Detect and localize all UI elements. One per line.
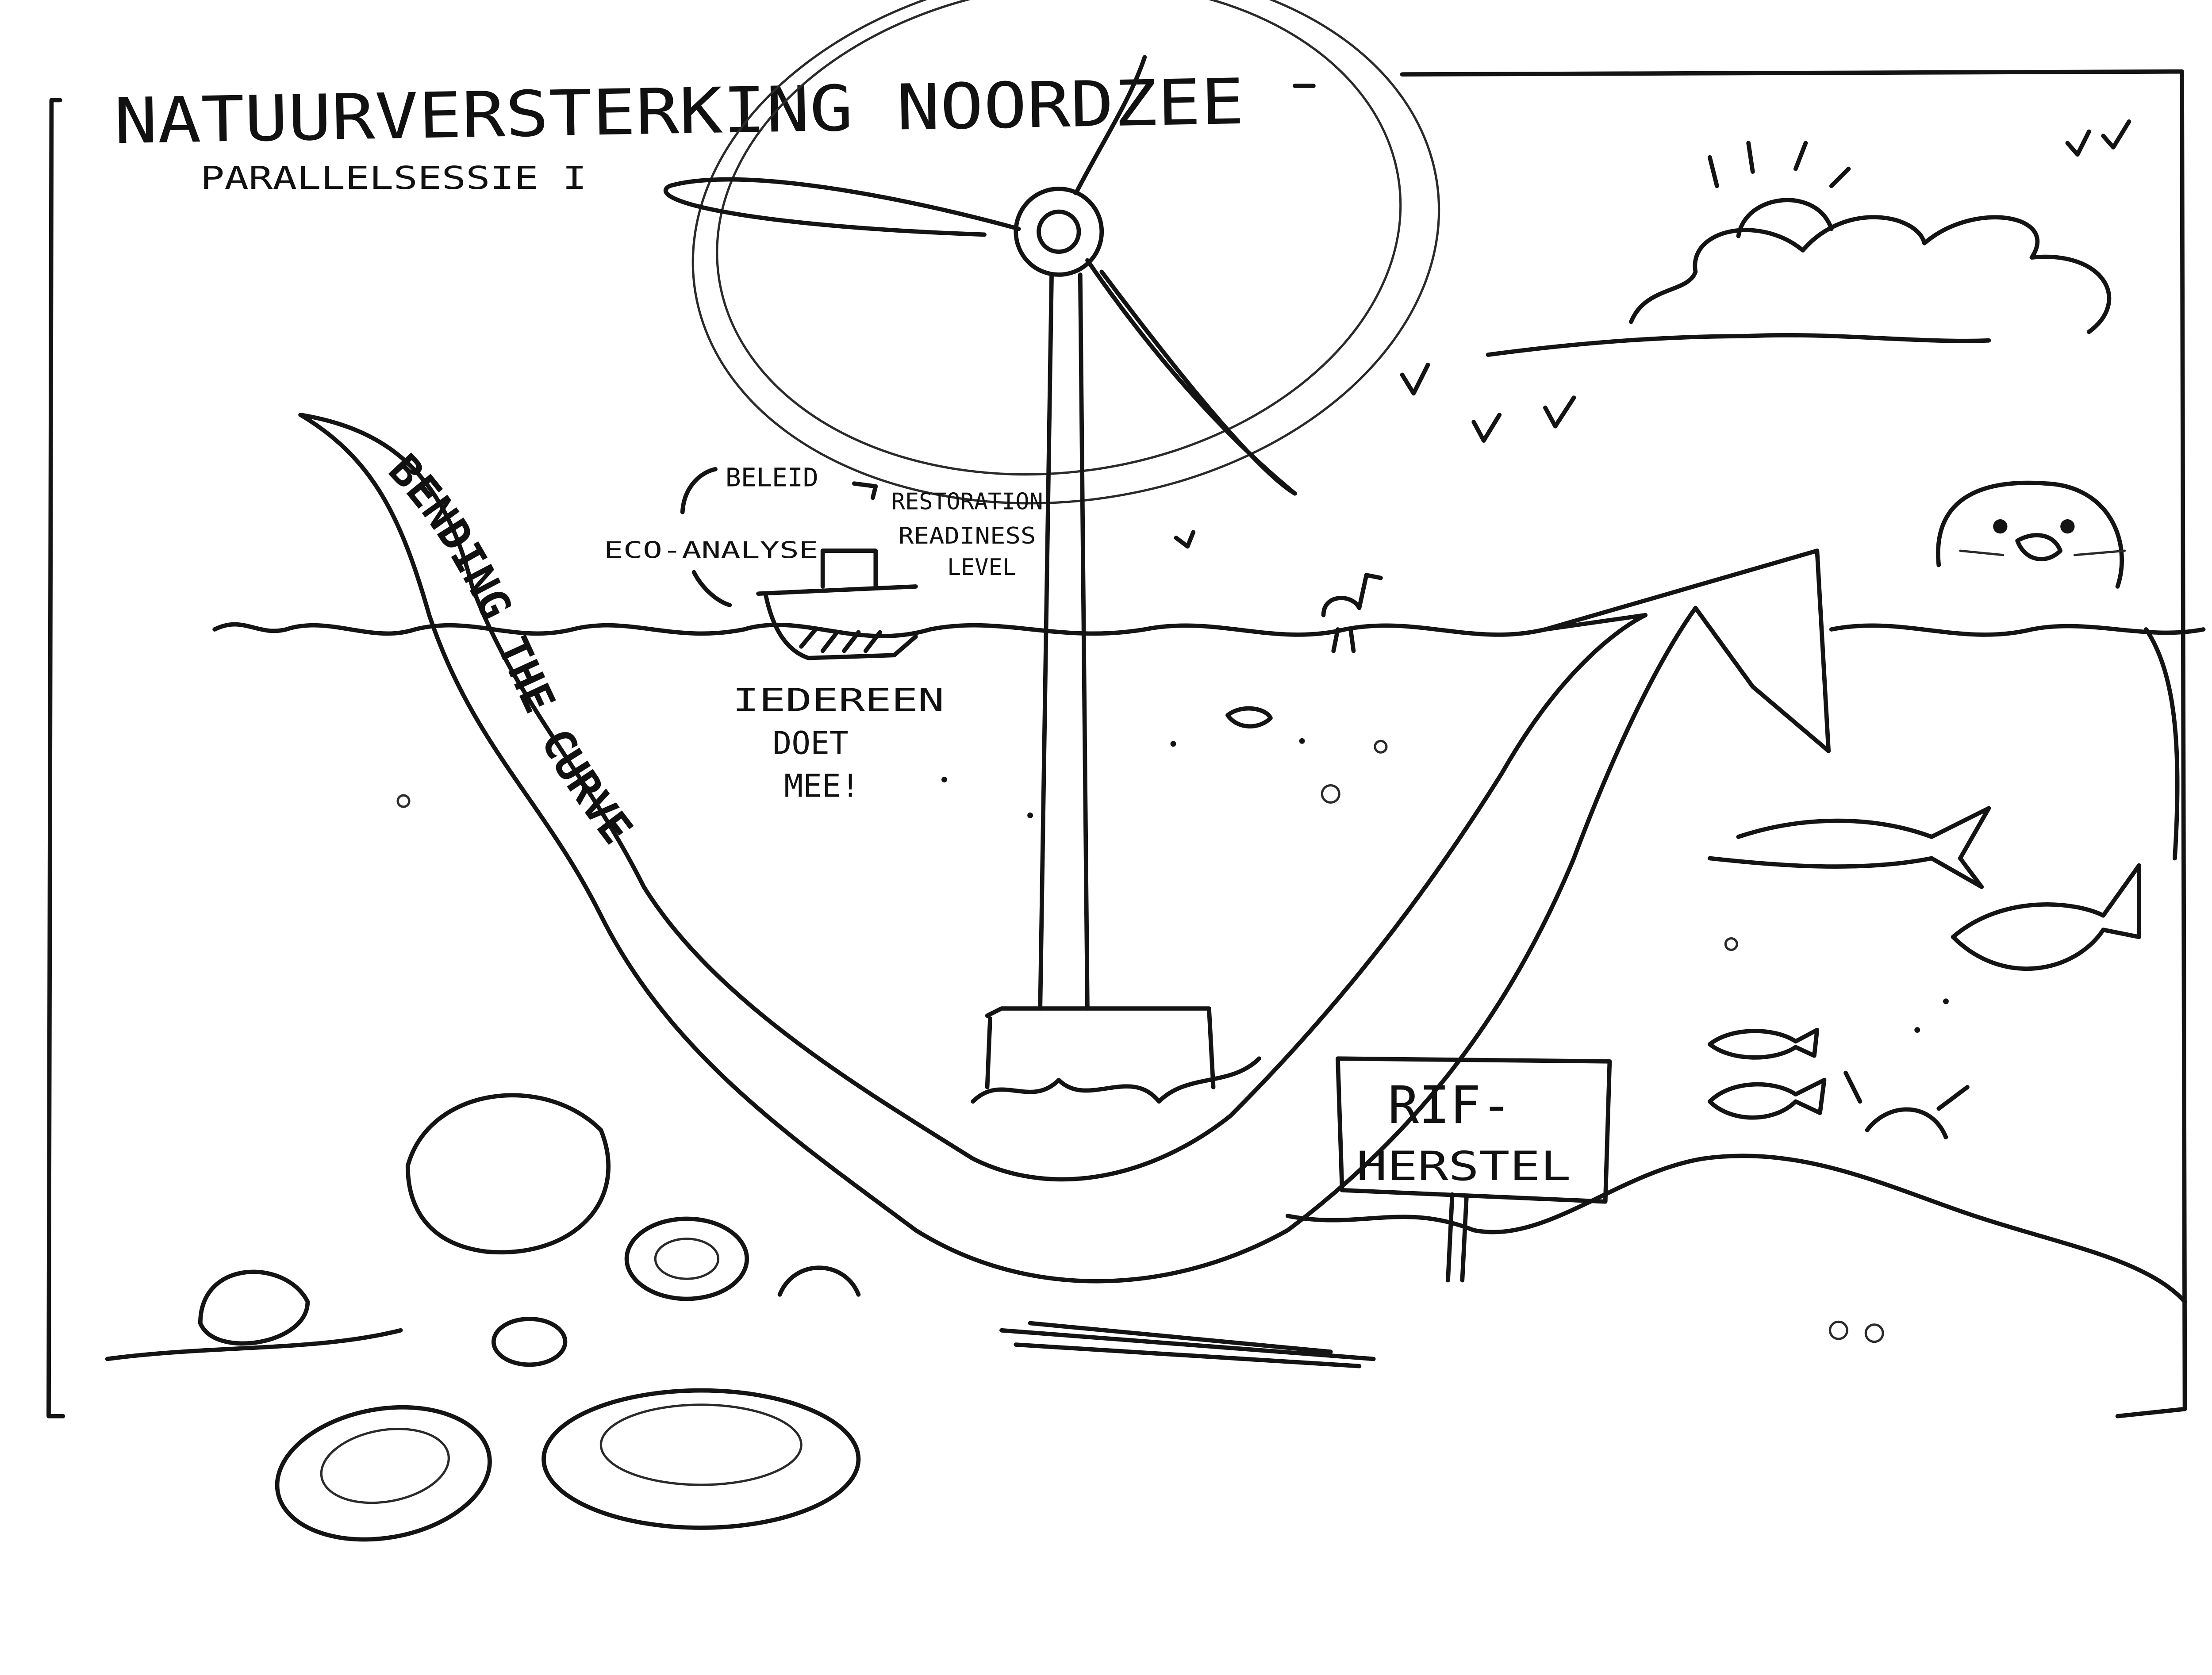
label-readiness: READINESS: [899, 523, 1036, 549]
label-mee: MEE!: [784, 767, 860, 804]
boat: [756, 548, 918, 660]
annotations: BELEID RESTORATION READINESS LEVEL ECO-A…: [604, 463, 1043, 805]
label-level: LEVEL: [947, 554, 1016, 581]
bending-the-curve-arrow: BENDING THE CURVE: [298, 413, 1831, 1284]
label-doet: DOET: [772, 724, 848, 761]
frame: [46, 69, 2187, 1418]
sketchnote-canvas: NATUURVERSTERKING NOORDZEE PARALLELSESSI…: [46, 0, 2206, 1542]
label-eco-analyse: ECO-ANALYSE: [604, 537, 818, 563]
title: NATUURVERSTERKING NOORDZEE: [113, 65, 1244, 158]
sign-line-2: HERSTEL: [1356, 1143, 1571, 1190]
label-beleid: BELEID: [726, 463, 818, 493]
subtitle: PARALLELSESSIE I: [200, 160, 587, 196]
label-restoration: RESTORATION: [891, 488, 1043, 515]
wind-turbine: [663, 0, 1440, 1104]
rif-herstel-sign: RIF- HERSTEL: [1336, 1056, 1612, 1283]
sun-and-cloud: [1486, 119, 2131, 357]
sign-line-1: RIF-: [1388, 1076, 1512, 1135]
birds: [1174, 362, 1576, 549]
bubbles: [396, 738, 1949, 1343]
curve-label: BENDING THE CURVE: [379, 445, 642, 854]
label-iedereen: IEDEREEN: [733, 682, 945, 718]
bird-on-water: [1321, 573, 1383, 653]
fish-group: [1225, 706, 2141, 1120]
seal: [1936, 480, 2180, 861]
sea-floor: [105, 1070, 2187, 1542]
